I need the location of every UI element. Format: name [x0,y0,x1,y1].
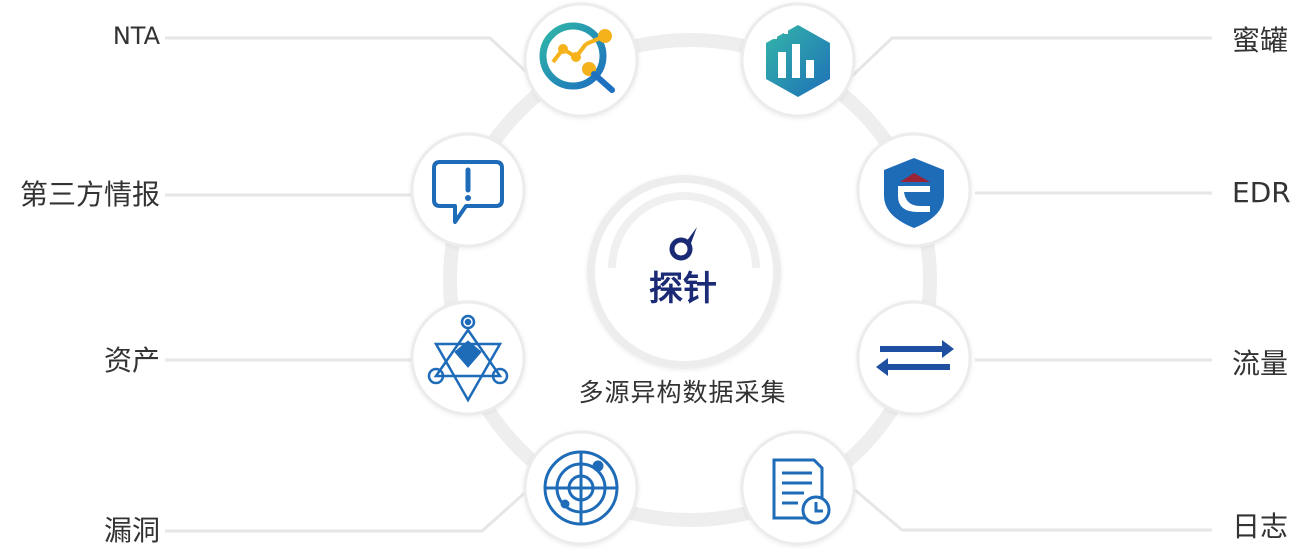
center-gauge-arc [608,192,760,269]
node-log[interactable] [740,430,856,546]
label-asset: 资产 [103,344,160,377]
probe-logo-text: 探针 [649,269,717,309]
radar-scan-icon [543,450,619,526]
connector-honeypot [846,36,1212,82]
connector-lines [165,36,1212,533]
edr-shield-icon [884,158,944,228]
outer-ring [443,33,937,527]
center-caption: 多源异构数据采集 [578,378,787,407]
label-nta: NTA [112,22,160,50]
connector-nta [165,36,537,82]
probe-logo: 探针 [649,227,717,309]
label-traffic: 流量 [1232,347,1289,380]
nta-analytics-icon [539,22,615,93]
connector-vulnerability [165,488,529,533]
log-document-clock-icon [772,458,831,525]
alert-message-icon [432,160,504,224]
connector-log [854,488,1212,532]
node-asset[interactable] [410,300,526,416]
node-traffic[interactable] [856,300,972,416]
label-vulnerability: 漏洞 [103,514,160,547]
traffic-arrows-icon [876,340,954,376]
node-threat-intel[interactable] [410,132,526,248]
node-honeypot[interactable] [740,2,856,118]
label-honeypot: 蜜罐 [1232,24,1289,57]
honeypot-hexagon-icon [766,25,830,97]
center-probe: 探针 [587,175,781,369]
center-circle [587,175,781,369]
asset-diamond-icon [427,314,509,403]
node-edr[interactable] [856,132,972,248]
label-log: 日志 [1232,510,1289,543]
source-nodes [410,2,972,546]
node-vulnerability[interactable] [523,430,639,546]
label-edr: EDR [1232,176,1291,209]
label-threat-intel: 第三方情报 [19,178,160,211]
node-nta[interactable] [523,2,639,118]
